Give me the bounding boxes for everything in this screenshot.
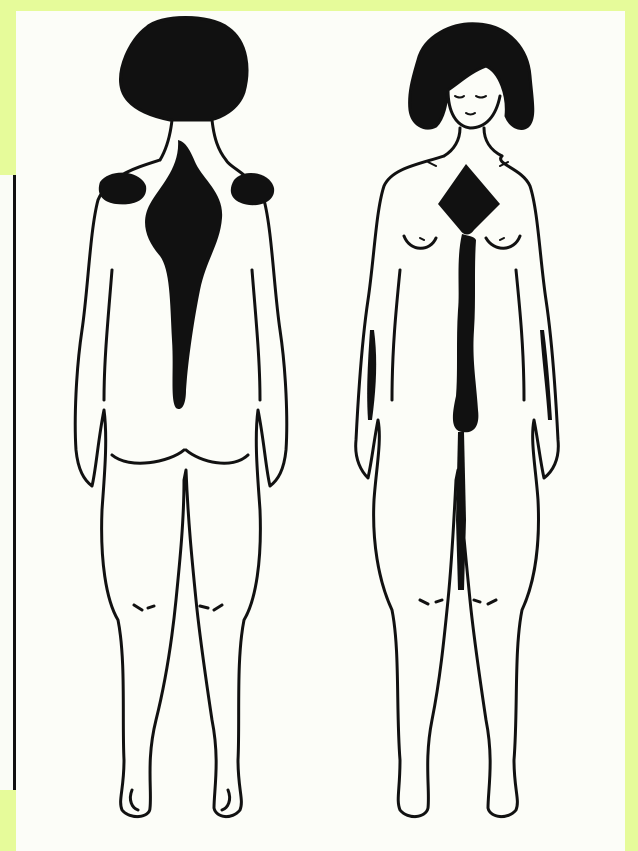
front-midline-lower-stripe [456,432,466,590]
back-hair [121,18,247,121]
back-shoulder-right-region [231,173,274,205]
back-view-figure [75,18,287,817]
back-shoulder-left-region [99,173,146,205]
front-side-left-stripe [367,330,376,420]
front-midline-region [453,234,478,432]
front-hair [410,24,533,129]
front-chest-diamond-region [438,164,500,235]
back-pain-regions [99,140,274,409]
back-spine-region [145,140,222,409]
